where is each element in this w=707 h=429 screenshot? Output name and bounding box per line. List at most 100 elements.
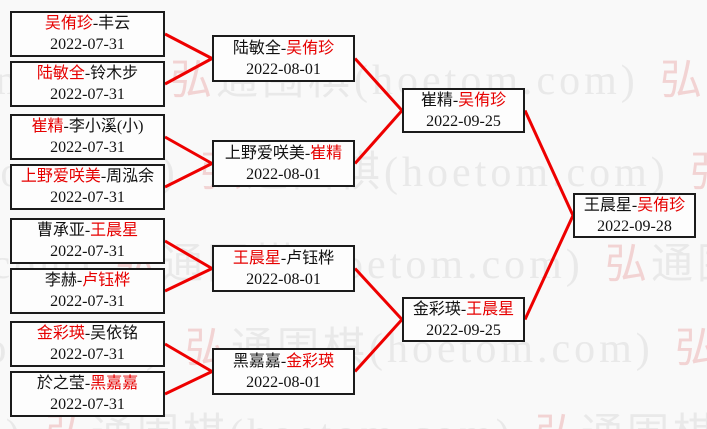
connector-line <box>353 318 404 373</box>
connector-line <box>164 267 213 293</box>
player-name-left: 李赫 <box>44 272 77 289</box>
connector-line <box>164 239 213 270</box>
player-name-right: 吴侑珍 <box>637 196 686 214</box>
match-pairing: 曹承亚-王晨星 <box>12 220 163 241</box>
name-separator: - <box>304 144 311 162</box>
watermark-hong-char: 弘 <box>535 412 581 429</box>
name-separator: - <box>280 39 287 57</box>
watermark-text: 通围棋(hoetom.com) <box>581 412 707 429</box>
match-box-round-of-16-1: 吴侑珍-丰云 2022-07-31 <box>10 11 165 57</box>
match-box-round-of-16-4: 上野爱咲美-周泓余 2022-07-31 <box>10 164 165 210</box>
match-date: 2022-08-01 <box>246 270 321 288</box>
match-date: 2022-07-31 <box>50 36 125 53</box>
watermark-hong-char: 弘 <box>170 58 217 104</box>
name-separator: - <box>92 15 99 32</box>
watermark-tile: 弘通围棋(hoetom.com) <box>535 400 707 429</box>
match-date: 2022-07-31 <box>50 189 125 206</box>
match-pairing: 王晨星-卢钰桦 <box>214 248 353 269</box>
name-separator: - <box>84 65 91 82</box>
name-separator: - <box>631 196 638 214</box>
match-box-round-of-16-5: 曹承亚-王晨星 2022-07-31 <box>10 218 165 264</box>
connector-line <box>164 342 213 373</box>
match-pairing: 王晨星-吴侑珍 <box>575 195 694 216</box>
match-pairing: 陆敏全-铃木步 <box>12 63 163 84</box>
player-name-left: 吴侑珍 <box>44 15 93 32</box>
match-date: 2022-07-31 <box>50 293 125 310</box>
match-pairing: 吴侑珍-丰云 <box>12 13 163 34</box>
match-pairing: 金彩瑛-王晨星 <box>404 299 523 320</box>
connector-line <box>164 370 213 396</box>
player-name-right: 卢钰桦 <box>82 272 131 289</box>
match-date: 2022-09-28 <box>597 217 672 235</box>
match-date: 2022-07-31 <box>50 346 125 363</box>
watermark-hong-char: 弘 <box>675 326 707 372</box>
connector-line <box>523 109 575 217</box>
player-name-left: 陆敏全 <box>232 39 281 57</box>
name-separator: - <box>84 325 91 342</box>
watermark-hong-char: 弘 <box>605 242 652 288</box>
player-name-left: 陆敏全 <box>36 65 85 82</box>
match-box-round-of-16-7: 金彩瑛-吴依铭 2022-07-31 <box>10 321 165 367</box>
watermark-tile: 弘通围棋(hoetom.com) <box>660 46 707 107</box>
player-name-right: 崔精 <box>310 144 343 162</box>
player-name-left: 王晨星 <box>232 249 281 267</box>
connector-line <box>164 135 213 165</box>
connector-line <box>353 109 404 165</box>
connector-line <box>164 32 213 60</box>
match-pairing: 崔精-吴侑珍 <box>404 90 523 111</box>
match-box-round-of-16-6: 李赫-卢钰桦 2022-07-31 <box>10 268 165 314</box>
match-date: 2022-07-31 <box>50 86 125 103</box>
player-name-right: 王晨星 <box>90 222 139 239</box>
player-name-right: 吴侑珍 <box>286 39 335 57</box>
match-date: 2022-09-25 <box>426 112 501 130</box>
match-box-round-of-16-2: 陆敏全-铃木步 2022-07-31 <box>10 61 165 107</box>
name-separator: - <box>452 91 459 109</box>
player-name-left: 上野爱咲美 <box>20 168 101 185</box>
player-name-left: 上野爱咲美 <box>224 144 305 162</box>
match-pairing: 上野爱咲美-崔精 <box>214 143 353 164</box>
match-date: 2022-08-01 <box>246 165 321 183</box>
connector-line <box>164 57 213 86</box>
watermark-hong-char: 弘 <box>660 58 707 104</box>
match-date: 2022-08-01 <box>246 60 321 78</box>
player-name-right: 黑嘉嘉 <box>90 375 139 392</box>
player-name-right: 周泓余 <box>106 168 155 185</box>
watermark-text: 通围棋(hoetom.com) <box>651 242 707 288</box>
player-name-left: 王晨星 <box>583 196 632 214</box>
player-name-right: 吴侑珍 <box>458 91 507 109</box>
match-pairing: 李赫-卢钰桦 <box>12 270 163 291</box>
match-pairing: 陆敏全-吴侑珍 <box>214 38 353 59</box>
watermark-tile: 弘通围棋(hoetom.com) <box>675 314 707 375</box>
watermark-tile: 弘通围棋(hoetom.com) <box>605 230 707 291</box>
player-name-right: 吴依铭 <box>90 325 139 342</box>
name-separator: - <box>460 300 467 318</box>
name-separator: - <box>84 222 91 239</box>
name-separator: - <box>76 272 83 289</box>
watermark-tile: 弘通围棋(hoetom.com) <box>690 138 707 199</box>
player-name-right: 王晨星 <box>466 300 515 318</box>
player-name-left: 金彩瑛 <box>412 300 461 318</box>
match-pairing: 黑嘉嘉-金彩瑛 <box>214 351 353 372</box>
match-date: 2022-08-01 <box>246 373 321 391</box>
match-date: 2022-07-31 <box>50 139 125 156</box>
player-name-right: 丰云 <box>98 15 131 32</box>
player-name-left: 崔精 <box>420 91 453 109</box>
match-date: 2022-07-31 <box>50 396 125 413</box>
connector-line <box>164 162 213 189</box>
player-name-right: 李小溪(小) <box>68 118 144 135</box>
connector-line <box>523 214 575 321</box>
connector-line <box>353 267 404 321</box>
player-name-right: 金彩瑛 <box>286 352 335 370</box>
name-separator: - <box>100 168 107 185</box>
match-pairing: 上野爱咲美-周泓余 <box>12 166 163 187</box>
match-pairing: 金彩瑛-吴依铭 <box>12 323 163 344</box>
match-date: 2022-07-31 <box>50 243 125 260</box>
